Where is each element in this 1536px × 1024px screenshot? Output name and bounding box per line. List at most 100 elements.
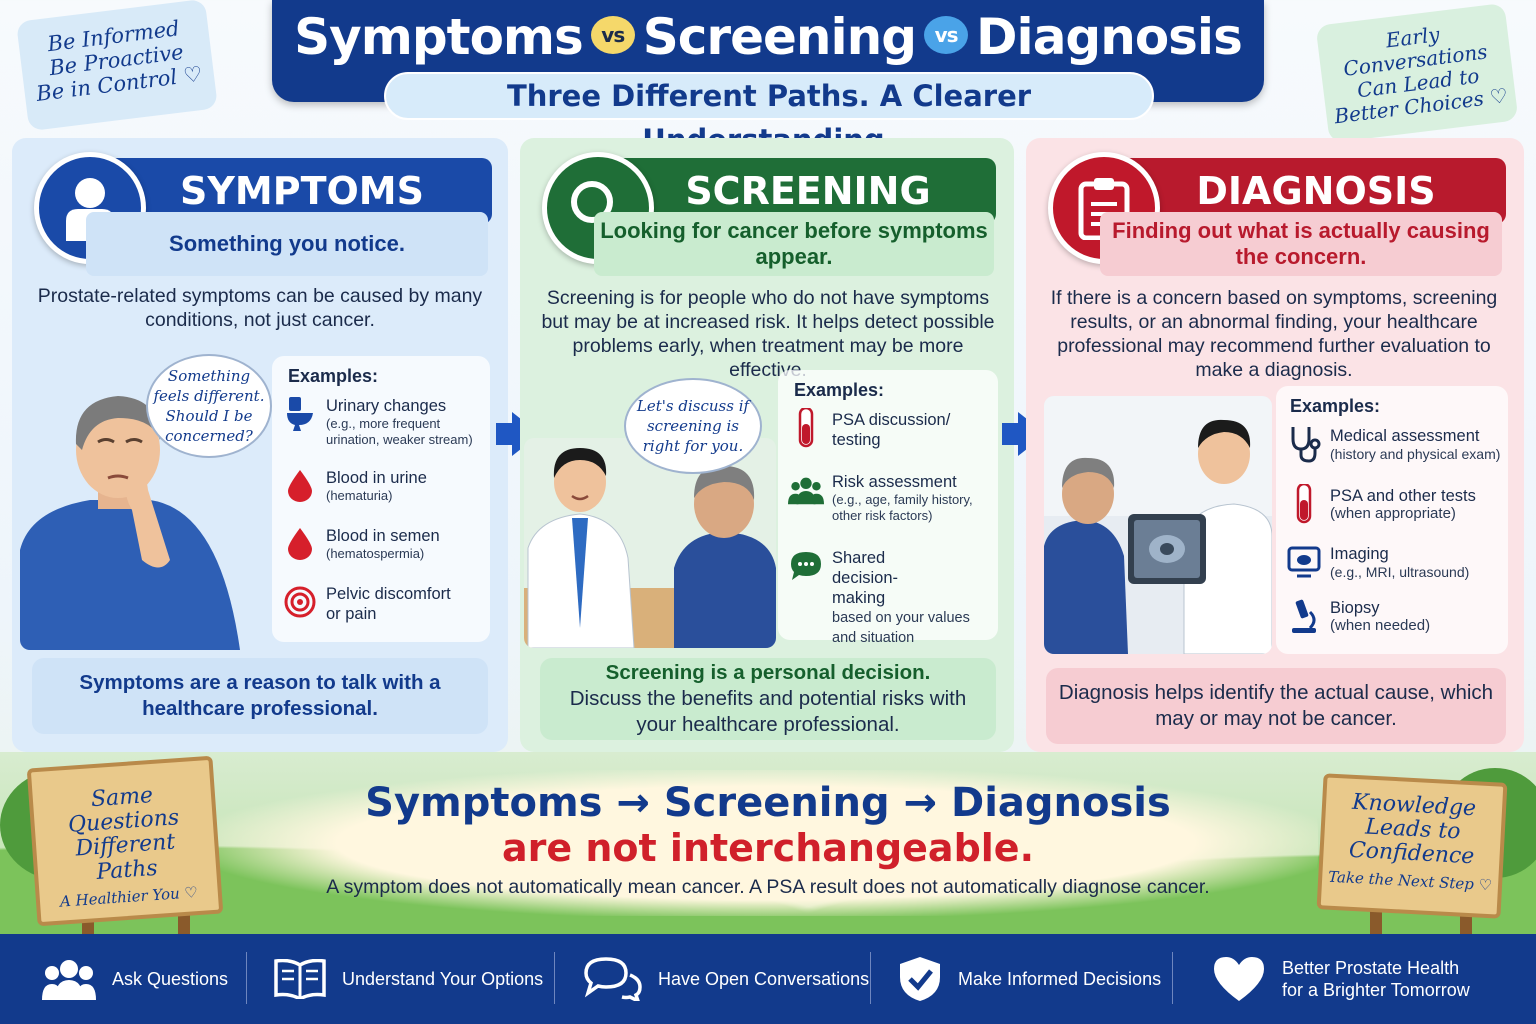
footer-item-ask: Ask Questions <box>42 934 228 1024</box>
symptoms-subtitle: Something you notice. <box>86 212 488 276</box>
example-text: PSA and other tests(when appropriate) <box>1330 486 1476 522</box>
heart-icon: ♡ <box>1478 875 1493 894</box>
sign-small: Take the Next Step ♡ <box>1322 867 1499 894</box>
key-message-line2: are not interchangeable. <box>501 826 1035 870</box>
heart-icon: ♡ <box>182 62 204 89</box>
screening-description: Screening is for people who do not have … <box>541 287 995 381</box>
example-detail: (when appropriate) <box>1330 505 1456 522</box>
example-detail: based on your values and situation <box>832 610 970 646</box>
symptoms-panel: SYMPTOMS Something you notice. Prostate-… <box>12 138 508 752</box>
chat-icon <box>788 548 824 584</box>
example-text: Blood in semen(hematospermia) <box>326 526 440 562</box>
footer-divider <box>870 952 871 1004</box>
toilet-icon <box>282 396 318 432</box>
example-item: PSA discussion/ testing <box>788 408 992 450</box>
note-be-informed: Be Informed Be Proactive Be in Control ♡ <box>16 0 218 132</box>
example-detail: (hematuria) <box>326 488 393 503</box>
imaging-monitor-icon <box>1286 544 1322 580</box>
example-label: PSA discussion/ testing <box>832 411 951 449</box>
footer-bar: Ask Questions Understand Your Options Ha… <box>0 934 1536 1024</box>
example-detail: (hematospermia) <box>326 546 425 561</box>
footer-label: Better Prostate Health for a Brighter To… <box>1282 958 1470 1000</box>
heart-icon <box>1212 955 1266 1003</box>
symptoms-takeaway: Symptoms are a reason to talk with a hea… <box>32 658 488 734</box>
arrow-stem <box>1002 423 1018 445</box>
title-diagnosis: Diagnosis <box>976 8 1243 66</box>
example-label: Blood in semen <box>326 527 440 545</box>
example-item: Risk assessment(e.g., age, family histor… <box>788 472 992 524</box>
footer-divider <box>554 952 555 1004</box>
footer-divider <box>1172 952 1173 1004</box>
key-message-line3: A symptom does not automatically mean ca… <box>326 876 1210 898</box>
shield-check-icon <box>898 955 942 1003</box>
example-item: Blood in urine(hematuria) <box>282 468 484 504</box>
target-icon <box>282 584 318 620</box>
example-label: Biopsy <box>1330 599 1380 617</box>
sign-same-questions: Same Questions Different Paths A Healthi… <box>26 755 224 927</box>
example-label: Medical assessment <box>1330 427 1480 445</box>
screening-takeaway: Screening is a personal decision. Discus… <box>540 658 996 740</box>
key-message-line1: Symptoms → Screening → Diagnosis <box>365 780 1171 826</box>
footer-label: Ask Questions <box>112 969 229 989</box>
footer-divider <box>246 952 247 1004</box>
sign-small-text: Take the Next Step <box>1327 867 1475 893</box>
example-label: Risk assessment <box>832 473 957 491</box>
title-symptoms: Symptoms <box>294 8 584 66</box>
footer-item-decisions: Make Informed Decisions <box>898 934 1161 1024</box>
title-screening: Screening <box>642 8 917 66</box>
example-item: Imaging(e.g., MRI, ultrasound) <box>1286 544 1502 580</box>
footer-item-health: Better Prostate Health for a Brighter To… <box>1212 934 1472 1024</box>
examples-label: Examples: <box>1290 396 1381 416</box>
takeaway-text: Discuss the benefits and potential risks… <box>569 687 967 736</box>
key-message-banner <box>214 770 1318 916</box>
worried-man-illustration <box>20 360 272 650</box>
test-tube-icon <box>1286 484 1322 524</box>
example-item: Blood in semen(hematospermia) <box>282 526 484 562</box>
heart-icon: ♡ <box>1488 83 1510 110</box>
example-detail: (when needed) <box>1330 617 1431 634</box>
example-text: Imaging(e.g., MRI, ultrasound) <box>1330 544 1469 580</box>
chat-bubbles-icon <box>584 957 642 1001</box>
example-label: Imaging <box>1330 545 1389 563</box>
diagnosis-panel: DIAGNOSIS Finding out what is actually c… <box>1026 138 1524 752</box>
example-item: PSA and other tests(when appropriate) <box>1286 484 1502 524</box>
symptoms-examples-box: Examples: Urinary changes(e.g., more fre… <box>272 356 490 642</box>
examples-label: Examples: <box>794 380 885 400</box>
footer-item-understand: Understand Your Options <box>274 934 543 1024</box>
example-detail: (e.g., age, family history, other risk f… <box>832 492 973 523</box>
sign-knowledge: Knowledge Leads to Confidence Take the N… <box>1316 773 1508 919</box>
example-text: Biopsy(when needed) <box>1330 598 1430 634</box>
sign-small-text: A Healthier You <box>59 884 181 911</box>
screening-subtitle: Looking for cancer before symptoms appea… <box>594 212 994 276</box>
screening-examples-box: Examples: PSA discussion/ testing Risk a… <box>778 370 998 646</box>
example-detail: (e.g., MRI, ultrasound) <box>1330 564 1470 580</box>
symptoms-thought-bubble: Something feels different. Should I be c… <box>146 354 272 458</box>
test-tube-icon <box>788 408 824 448</box>
stethoscope-icon <box>1286 426 1322 463</box>
footer-item-conversations: Have Open Conversations <box>584 934 869 1024</box>
example-text: Blood in urine(hematuria) <box>326 468 427 504</box>
diagnosis-takeaway: Diagnosis helps identify the actual caus… <box>1046 668 1506 744</box>
footer-label: Understand Your Options <box>342 969 544 989</box>
symptoms-description: Prostate-related symptoms can be caused … <box>37 285 483 331</box>
example-label: Blood in urine <box>326 469 427 487</box>
microscope-icon <box>1286 598 1322 634</box>
diagnosis-examples-box: Examples: Medical assessment(history and… <box>1276 386 1508 654</box>
doctor-imaging-illustration <box>1044 396 1272 654</box>
vs-badge: vs <box>924 15 969 54</box>
example-item: Medical assessment(history and physical … <box>1286 426 1502 463</box>
group-icon <box>42 958 96 1000</box>
diagnosis-description: If there is a concern based on symptoms,… <box>1050 287 1498 381</box>
example-label: Urinary changes <box>326 397 447 415</box>
screening-speech-bubble: Let's discuss if screening is right for … <box>624 378 762 474</box>
example-text: Risk assessment(e.g., age, family histor… <box>832 472 992 524</box>
blood-drop-icon <box>282 468 318 504</box>
page-subtitle: Three Different Paths. A Clearer Underst… <box>384 72 1154 157</box>
example-text: Urinary changes(e.g., more frequent urin… <box>326 396 484 448</box>
diagnosis-subtitle: Finding out what is actually causing the… <box>1100 212 1502 276</box>
footer-label: Have Open Conversations <box>658 969 870 989</box>
doctor-patient-illustration <box>524 438 776 648</box>
